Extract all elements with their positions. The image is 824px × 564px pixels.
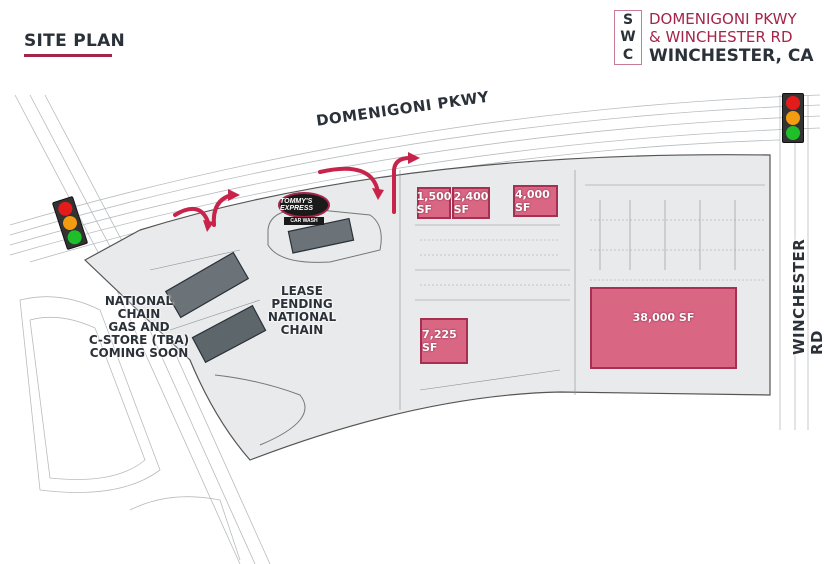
address-line-1: DOMENIGONI PKWY [649,10,797,28]
parcel-2400sf[interactable]: 2,400 SF [452,187,490,219]
tommys-express-logo: TOMMY'S EXPRESS [278,192,330,218]
green-lamp-icon [786,125,800,140]
parcel-7225sf[interactable]: 7,225 SF [420,318,468,364]
logo-letter-c: C [622,47,634,64]
callout-lease-line-1: LEASE [281,284,323,298]
callout-lease-pending: LEASE PENDING NATIONAL CHAIN [262,285,342,337]
green-lamp-icon [65,228,84,246]
callout-gas-line-2: CHAIN [117,307,161,321]
site-plan-map [9,94,821,564]
swc-logo: S W C [614,10,642,65]
callout-lease-line-3: NATIONAL [267,310,337,324]
title-underline [24,54,112,57]
car-wash-label: CAR WASH [284,217,324,225]
red-lamp-icon [786,96,800,111]
address-line-2: & WINCHESTER RD [649,28,793,46]
amber-lamp-icon [786,110,800,125]
callout-lease-line-2: PENDING [271,297,333,311]
site-boundary [83,154,771,461]
road-label-winchester: WINCHESTER RD [790,238,824,355]
logo-letter-s: S [622,11,634,28]
traffic-light-icon [782,93,804,143]
callout-gas-line-5: COMING SOON [89,346,189,360]
callout-lease-line-4: CHAIN [280,323,324,337]
page-title: SITE PLAN [24,31,126,51]
callout-gas-line-4: C-STORE (TBA) [88,333,190,347]
parcel-38000sf[interactable]: 38,000 SF [590,287,737,369]
parcel-4000sf[interactable]: 4,000 SF [513,185,558,217]
callout-gas-station: NATIONAL CHAIN GAS AND C-STORE (TBA) COM… [84,295,194,360]
logo-letter-w: W [620,29,636,46]
callout-gas-line-3: GAS AND [108,320,170,334]
address-line-3: WINCHESTER, CA [649,46,814,66]
callout-gas-line-1: NATIONAL [104,294,174,308]
parcel-1500sf[interactable]: 1,500 SF [417,187,451,219]
